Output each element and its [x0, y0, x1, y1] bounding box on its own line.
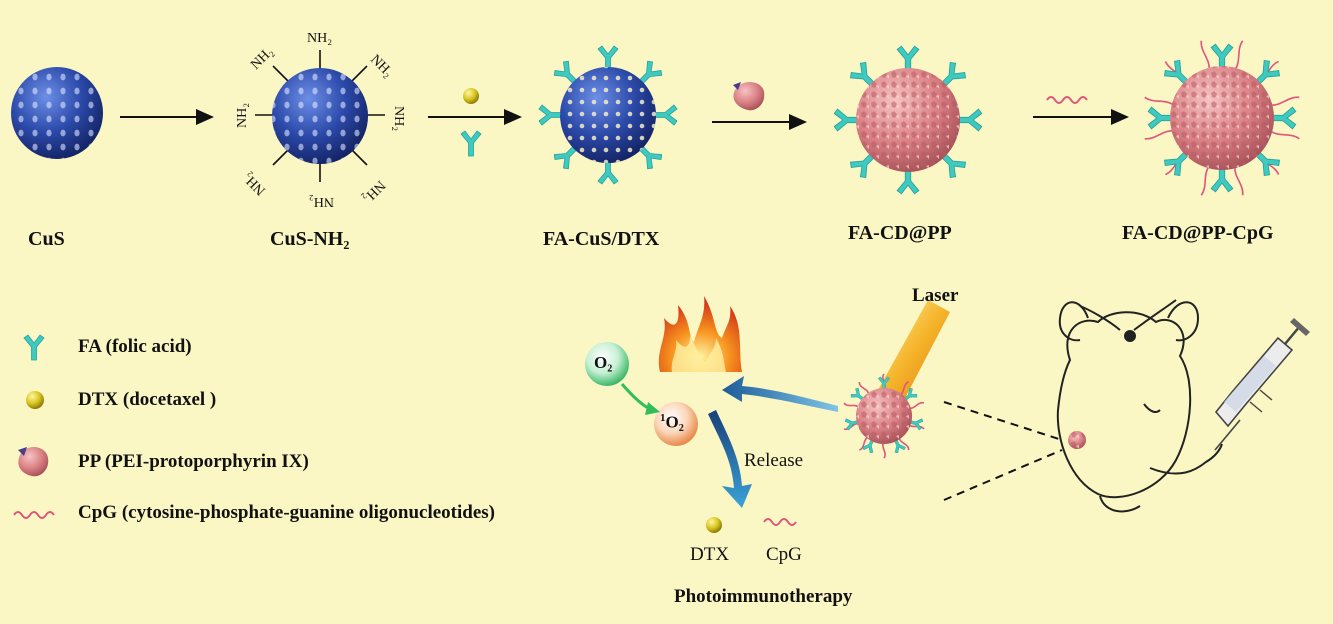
fa-cd-pp-cpg-particle — [1144, 40, 1300, 196]
svg-text:NH₂: NH₂ — [359, 177, 387, 205]
singlet-oxygen-label: 1O₂ — [660, 412, 684, 433]
laser-beam — [878, 300, 950, 400]
svg-text:NH₂: NH₂ — [248, 44, 276, 72]
singlet-oxygen-superscript: 1 — [660, 412, 666, 424]
cpg-strand — [843, 402, 860, 409]
irradiated-particle — [843, 373, 925, 459]
cpg-strand — [1144, 96, 1175, 106]
cpg-strand — [1234, 166, 1244, 196]
zoom-dashed-line-lower — [943, 449, 1063, 501]
release-arrow — [708, 410, 752, 508]
cus-nh2-particle — [255, 50, 385, 182]
laser-label: Laser — [912, 285, 959, 306]
pp-legend-icon — [18, 447, 49, 477]
cpg-label: CpG — [766, 544, 802, 565]
svg-text:NH₂: NH₂ — [235, 103, 250, 128]
dtx-reagent-icon — [463, 88, 479, 104]
legend-pp-label: PP (PEI-protoporphyrin IX) — [78, 451, 309, 472]
singlet-oxygen-text: O₂ — [665, 412, 684, 432]
oxygen-bubble — [585, 342, 629, 386]
legend-fa-label: FA (folic acid) — [78, 336, 192, 357]
svg-text:NH₂: NH₂ — [367, 52, 395, 80]
cpg-strand — [1234, 40, 1244, 71]
singlet-oxygen-bubble — [654, 402, 698, 446]
heat-fire-icon — [658, 296, 742, 372]
released-dtx-icon — [706, 517, 722, 533]
cpg-legend-icon — [13, 511, 55, 519]
dtx-legend-icon — [26, 391, 44, 409]
legend-cpg-label: CpG (cytosine-phosphate-guanine oligonuc… — [78, 502, 495, 523]
fa-cd-pp-particle — [833, 45, 983, 195]
stage-label-fa-cd-pp: FA-CD@PP — [848, 222, 952, 244]
fa-reagent-icon — [460, 130, 482, 157]
stage-label-cus-nh2: CuS-NH₂ — [270, 228, 350, 250]
cpg-strand — [882, 441, 886, 459]
cpg-strand — [1269, 130, 1300, 140]
cpg-strand — [858, 381, 870, 396]
cpg-strand — [1200, 40, 1210, 70]
fa-legend-icon — [23, 334, 45, 361]
cus-particle — [11, 67, 103, 159]
tumor-particle-on-mouse — [1068, 431, 1086, 449]
oxygen-label: O₂ — [594, 353, 613, 372]
legend-dtx-label: DTX (docetaxel ) — [78, 389, 217, 410]
pp-reagent-icon — [733, 81, 765, 111]
zoom-dashed-line-upper — [943, 401, 1063, 441]
svg-text:NH₂: NH₂ — [309, 194, 334, 209]
cpg-reagent-icon — [1046, 96, 1088, 104]
svg-text:NH₂: NH₂ — [391, 106, 406, 131]
released-cpg-icon — [763, 518, 797, 526]
stage-label-cus: CuS — [28, 228, 65, 250]
cpg-strand — [1200, 165, 1210, 196]
stage-label-fa-cd-pp-cpg: FA-CD@PP-CpG — [1122, 222, 1274, 244]
mouse-illustration — [1056, 299, 1223, 513]
oxygen-conversion-arrowhead — [645, 402, 660, 415]
activation-arrow — [722, 376, 838, 412]
syringe-illustration — [1214, 318, 1310, 451]
stage-label-fa-cus-dtx: FA-CuS/DTX — [543, 228, 660, 250]
release-label: Release — [744, 450, 804, 471]
cpg-strand — [1270, 96, 1300, 106]
svg-text:NH₂: NH₂ — [240, 169, 268, 197]
cpg-strand — [1144, 130, 1174, 140]
svg-text:NH₂: NH₂ — [307, 31, 332, 46]
dtx-label: DTX — [690, 544, 730, 565]
photoimmunotherapy-label: Photoimmunotherapy — [674, 586, 853, 607]
cpg-strand — [908, 401, 925, 410]
fa-cus-dtx-particle — [538, 45, 678, 185]
